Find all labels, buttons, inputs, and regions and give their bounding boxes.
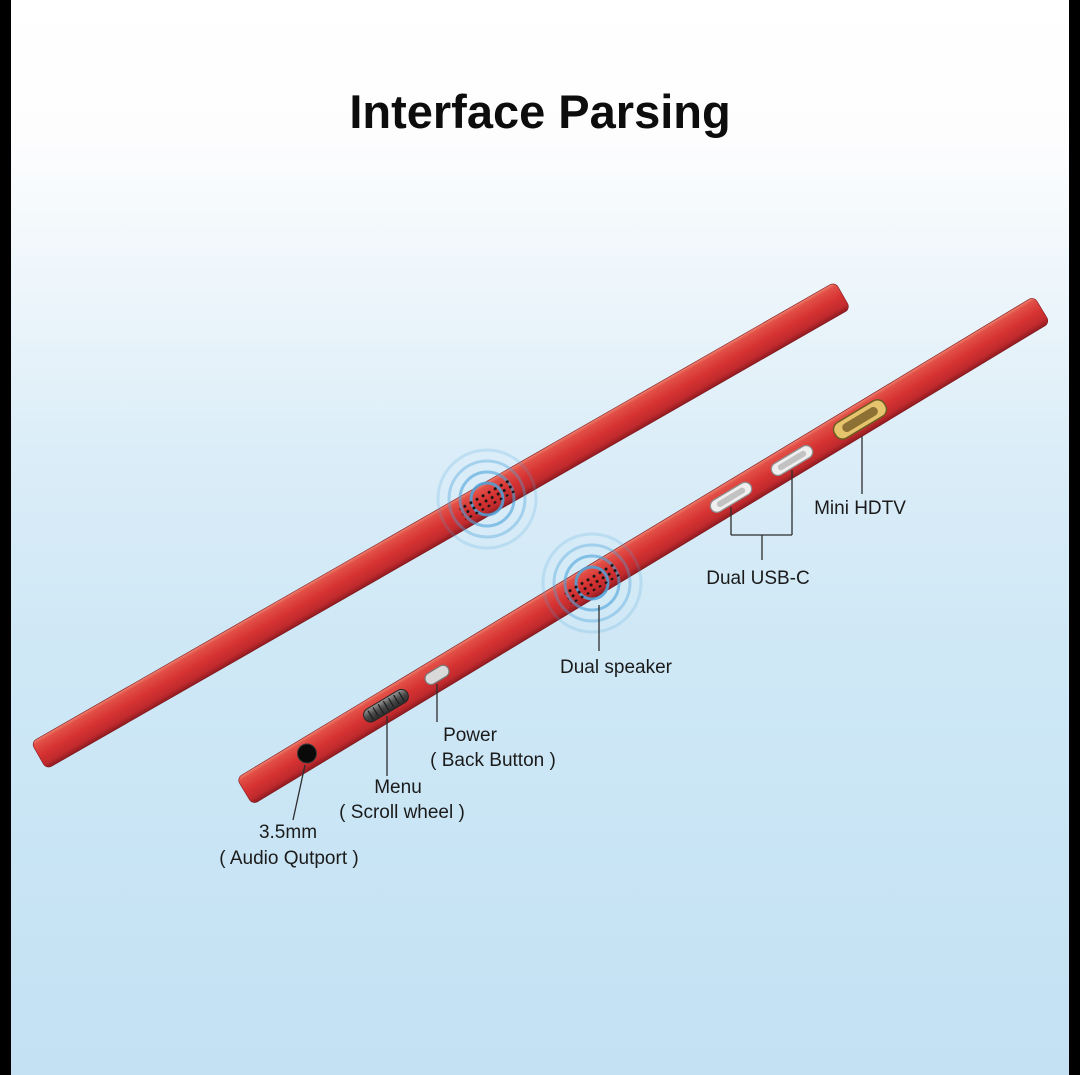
label-audio-jack: 3.5mm bbox=[259, 822, 317, 843]
usb-c-port-lower bbox=[709, 481, 753, 513]
power-button bbox=[424, 664, 450, 686]
leader-line-dual-usb bbox=[730, 470, 793, 560]
menu-scroll-wheel bbox=[363, 688, 409, 723]
label-audio-jack-sub: ( Audio Qutport ) bbox=[219, 848, 358, 869]
audio-jack-3-5mm bbox=[297, 743, 317, 764]
right-black-edge bbox=[1069, 0, 1080, 1075]
label-power-sub: ( Back Button ) bbox=[430, 750, 556, 771]
label-menu-sub: ( Scroll wheel ) bbox=[339, 802, 465, 823]
label-dual-speaker: Dual speaker bbox=[560, 657, 673, 678]
left-black-edge bbox=[0, 0, 11, 1075]
monitor-edge-panel-right bbox=[238, 298, 1049, 803]
monitor-edge-panel-left bbox=[32, 283, 849, 768]
mini-hdtv-port bbox=[832, 398, 888, 440]
sound-ripple-right-icon bbox=[541, 532, 643, 634]
speaker-grille-left-icon bbox=[457, 477, 517, 521]
sound-ripple-left-icon bbox=[436, 448, 538, 550]
leader-line-audio-jack bbox=[292, 764, 306, 821]
label-power: Power bbox=[443, 725, 498, 746]
label-mini-hdtv: Mini HDTV bbox=[814, 498, 906, 519]
page-title: Interface Parsing bbox=[349, 85, 731, 138]
label-menu: Menu bbox=[374, 777, 422, 798]
usb-c-port-upper bbox=[770, 444, 814, 477]
speaker-grille-right-icon bbox=[563, 561, 621, 605]
label-dual-usb: Dual USB-C bbox=[706, 568, 809, 589]
